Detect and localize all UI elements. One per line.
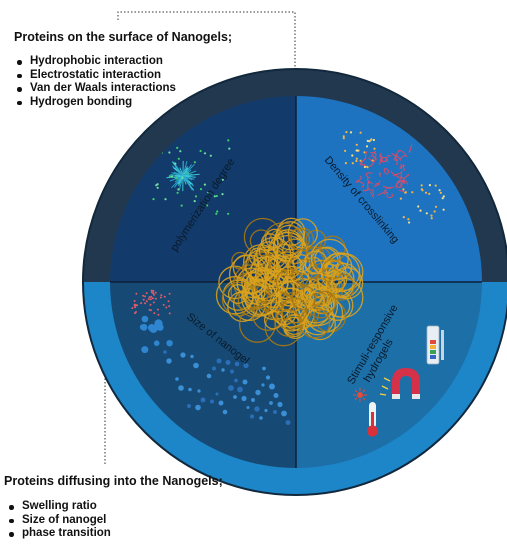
magnet-icon — [379, 368, 420, 399]
list-item: Swelling ratio — [6, 500, 111, 514]
thermometer-icon — [367, 402, 378, 437]
nanogel-icon — [215, 217, 364, 347]
test-strip-icon — [426, 325, 444, 365]
list-item: Size of nanogel — [6, 514, 111, 528]
crosslink-network-icon — [342, 131, 445, 224]
top-leader-line — [117, 11, 296, 108]
list-item: phase transition — [6, 527, 111, 541]
list-item: Hydrophobic interaction — [14, 55, 176, 69]
crystal-particle-icon — [152, 139, 231, 215]
diffusion-factors-list: Swelling ratio Size of nanogel phase tra… — [6, 500, 111, 541]
list-item: Hydrogen bonding — [14, 96, 176, 110]
particle-grid-icon — [131, 289, 291, 425]
surface-interactions-list: Hydrophobic interaction Electrostatic in… — [14, 55, 176, 109]
list-item: Electrostatic interaction — [14, 69, 176, 83]
surface-proteins-heading: Proteins on the surface of Nanogels; — [14, 30, 233, 44]
diffusing-proteins-heading: Proteins diffusing into the Nanogels; — [4, 474, 223, 488]
list-item: Van der Waals interactions — [14, 82, 176, 96]
sun-icon — [353, 388, 367, 402]
